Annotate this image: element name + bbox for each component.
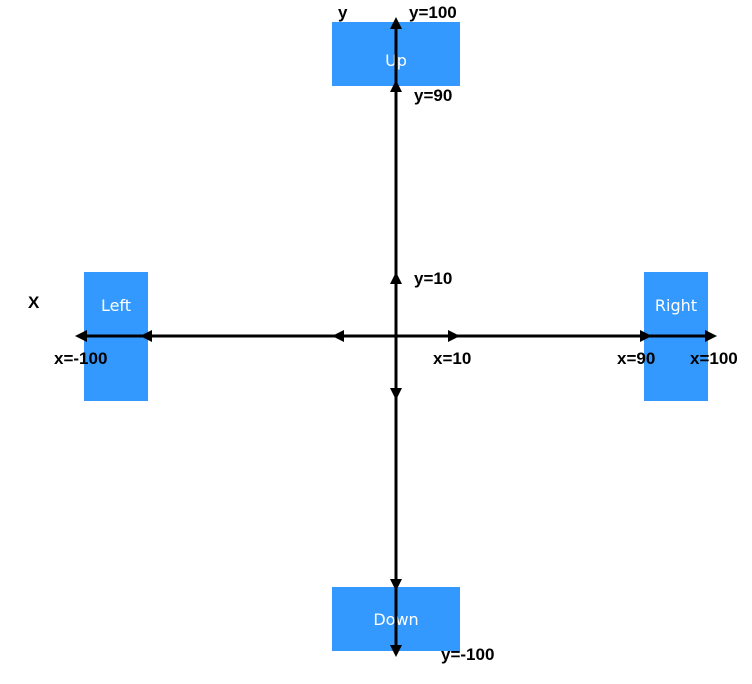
x-neg10-arrowhead <box>332 330 344 342</box>
x-10-arrowhead <box>448 330 460 342</box>
label-x-max: x=100 <box>690 349 738 368</box>
x-neg90-arrowhead <box>140 330 152 342</box>
y-90-arrowhead <box>390 80 402 92</box>
y-min-arrowhead <box>390 645 402 657</box>
y-neg90-arrowhead <box>390 579 402 591</box>
label-y-min: y=-100 <box>441 645 495 664</box>
y-axis-name: y <box>338 3 348 22</box>
right-label: Right <box>654 296 698 315</box>
x-axis-name: X <box>28 293 40 312</box>
label-x-10: x=10 <box>433 349 472 368</box>
x-90-arrowhead <box>640 330 652 342</box>
label-x-90: x=90 <box>617 349 656 368</box>
label-y-10: y=10 <box>414 269 453 288</box>
x-max-arrowhead <box>705 330 717 342</box>
left-label: Left <box>100 296 132 315</box>
x-min-arrowhead <box>75 330 87 342</box>
label-y-max: y=100 <box>409 3 457 22</box>
label-x-min: x=-100 <box>54 349 108 368</box>
y-neg10-arrowhead <box>390 388 402 400</box>
label-y-90: y=90 <box>414 86 453 105</box>
y-10-arrowhead <box>390 272 402 284</box>
y-max-arrowhead <box>390 17 402 29</box>
